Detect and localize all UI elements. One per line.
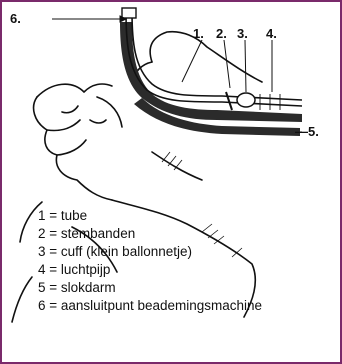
callout-1: 1.: [193, 26, 204, 41]
legend-item: 4 = luchtpijp: [38, 261, 262, 279]
legend-item: 2 = stembanden: [38, 225, 262, 243]
vocal-cords: [226, 92, 232, 110]
legend-item: 3 = cuff (klein ballonnetje): [38, 243, 262, 261]
callout-2: 2.: [216, 26, 227, 41]
callout-4: 4.: [266, 26, 277, 41]
legend-item: 1 = tube: [38, 207, 262, 225]
legend: 1 = tube 2 = stembanden 3 = cuff (klein …: [38, 207, 262, 315]
tube-connector: [122, 8, 136, 18]
callout-3: 3.: [237, 26, 248, 41]
cuff-balloon: [237, 93, 255, 107]
trachea-rings: [260, 94, 280, 110]
callout-6: 6.: [10, 11, 21, 26]
legend-item: 5 = slokdarm: [38, 279, 262, 297]
legend-item: 6 = aansluitpunt beademingsmachine: [38, 297, 262, 315]
callout-5: —5.: [295, 124, 319, 139]
